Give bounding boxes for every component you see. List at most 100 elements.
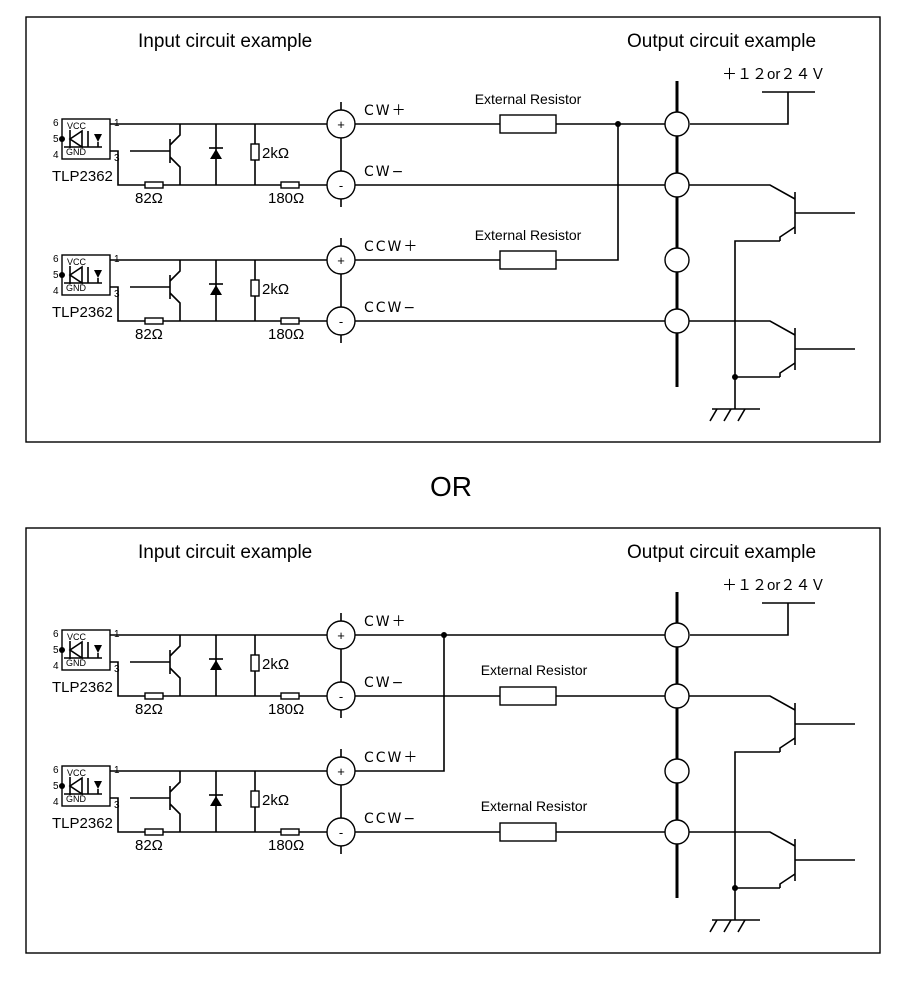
diode-symbol	[210, 285, 222, 295]
output-node-1	[664, 172, 690, 198]
pin3-label: 3	[114, 800, 120, 811]
led-symbol	[68, 640, 83, 660]
pin5-label: 5	[53, 781, 59, 792]
pin6-label: 6	[53, 629, 59, 640]
output-node-2	[664, 247, 690, 273]
optocoupler-part-label: TLP2362	[52, 815, 113, 832]
output-node-1	[664, 683, 690, 709]
resistor-180-ohm	[280, 181, 300, 189]
minus-signal-label: CCW−	[364, 300, 417, 316]
resistor-82-label: 82Ω	[135, 701, 163, 718]
optocoupler-part-label: TLP2362	[52, 304, 113, 321]
pin6-label: 6	[53, 765, 59, 776]
output-circuit-title: Output circuit example	[627, 31, 816, 52]
pin5-dot	[59, 272, 65, 278]
plus-terminal-symbol: +	[337, 764, 345, 779]
minus-terminal-symbol: -	[339, 825, 343, 840]
resistor-82-label: 82Ω	[135, 837, 163, 854]
diagram-resistors-on-plus: Input circuit example Output circuit exam…	[25, 16, 881, 443]
emitter-return	[734, 751, 780, 888]
pin5-label: 5	[53, 134, 59, 145]
pin6-label: 6	[53, 254, 59, 265]
ground-hatch-2	[737, 408, 746, 422]
diagram-frame	[25, 16, 881, 443]
output-transistor-collector-0	[689, 184, 796, 200]
ccw-plus-join	[556, 124, 619, 261]
transistor-emitter	[169, 667, 181, 696]
resistor-2k-label: 2kΩ	[262, 281, 289, 298]
transistor-collector	[169, 260, 181, 282]
optocoupler-gnd-label: GND	[66, 147, 87, 157]
resistor-2k-ohm	[250, 279, 260, 297]
detector-arrow	[94, 134, 102, 142]
optocoupler-gnd-label: GND	[66, 658, 87, 668]
transistor-collector	[169, 771, 181, 793]
pin5-label: 5	[53, 270, 59, 281]
optocoupler-package	[61, 629, 111, 671]
resistor-82-ohm	[144, 317, 164, 325]
optocoupler-gnd-label: GND	[66, 283, 87, 293]
ground-hatch-0	[709, 919, 718, 933]
output-transistor-emitter-1	[779, 362, 796, 377]
output-transistor-emitter-1	[779, 873, 796, 888]
pin3-label: 3	[114, 153, 120, 164]
resistor-180-label: 180Ω	[268, 701, 304, 718]
optocoupler-vcc-label: VCC	[67, 121, 87, 131]
output-transistor-emitter-0	[779, 737, 796, 752]
input-circuit-title: Input circuit example	[138, 542, 312, 563]
external-resistor-label-1: External Resistor	[475, 227, 582, 243]
output-node-0	[664, 622, 690, 648]
optocoupler-gnd-label: GND	[66, 794, 87, 804]
pin5-dot	[59, 647, 65, 653]
resistor-180-label: 180Ω	[268, 837, 304, 854]
detector-arrow	[94, 781, 102, 789]
output-transistor-collector-0	[689, 695, 796, 711]
supply-wire	[690, 603, 789, 636]
external-resistor-1	[499, 250, 557, 270]
output-node-0	[664, 111, 690, 137]
optocoupler-vcc-label: VCC	[67, 257, 87, 267]
transistor-collector	[169, 635, 181, 657]
resistor-82-label: 82Ω	[135, 190, 163, 207]
diode-symbol	[210, 149, 222, 159]
led-symbol	[68, 129, 83, 149]
base-wire	[110, 797, 145, 833]
supply-voltage-label: ＋１２or２４Ｖ	[722, 66, 825, 83]
optocoupler-vcc-label: VCC	[67, 768, 87, 778]
minus-terminal-symbol: -	[339, 689, 343, 704]
ground-hatch-0	[709, 408, 718, 422]
pin6-label: 6	[53, 118, 59, 129]
resistor-180-label: 180Ω	[268, 190, 304, 207]
ground-hatch-1	[723, 919, 732, 933]
pin4-label: 4	[53, 797, 59, 808]
diode-symbol	[210, 796, 222, 806]
pin4-label: 4	[53, 150, 59, 161]
output-transistor-collector-1	[689, 831, 796, 847]
detector-arrow	[94, 645, 102, 653]
external-resistor-0	[499, 686, 557, 706]
input-circuit-title: Input circuit example	[138, 31, 312, 52]
plus-signal-label: CW＋	[364, 103, 408, 119]
supply-wire	[690, 92, 789, 125]
plus-signal-label: CW＋	[364, 614, 408, 630]
transistor-emitter	[169, 803, 181, 832]
resistor-180-ohm	[280, 828, 300, 836]
supply-voltage-label: ＋１２or２４Ｖ	[722, 577, 825, 594]
output-transistor-emitter-0	[779, 226, 796, 241]
base-wire	[110, 661, 145, 697]
transistor-emitter	[169, 292, 181, 321]
plus-signal-label: CCW＋	[364, 239, 419, 255]
output-transistor-collector-1	[689, 320, 796, 336]
resistor-82-ohm	[144, 692, 164, 700]
pin4-label: 4	[53, 286, 59, 297]
minus-terminal-symbol: -	[339, 314, 343, 329]
led-symbol	[68, 265, 83, 285]
external-resistor-label-1: External Resistor	[481, 798, 588, 814]
ground-hatch-1	[723, 408, 732, 422]
transistor-collector	[169, 124, 181, 146]
detector-arrow	[94, 270, 102, 278]
